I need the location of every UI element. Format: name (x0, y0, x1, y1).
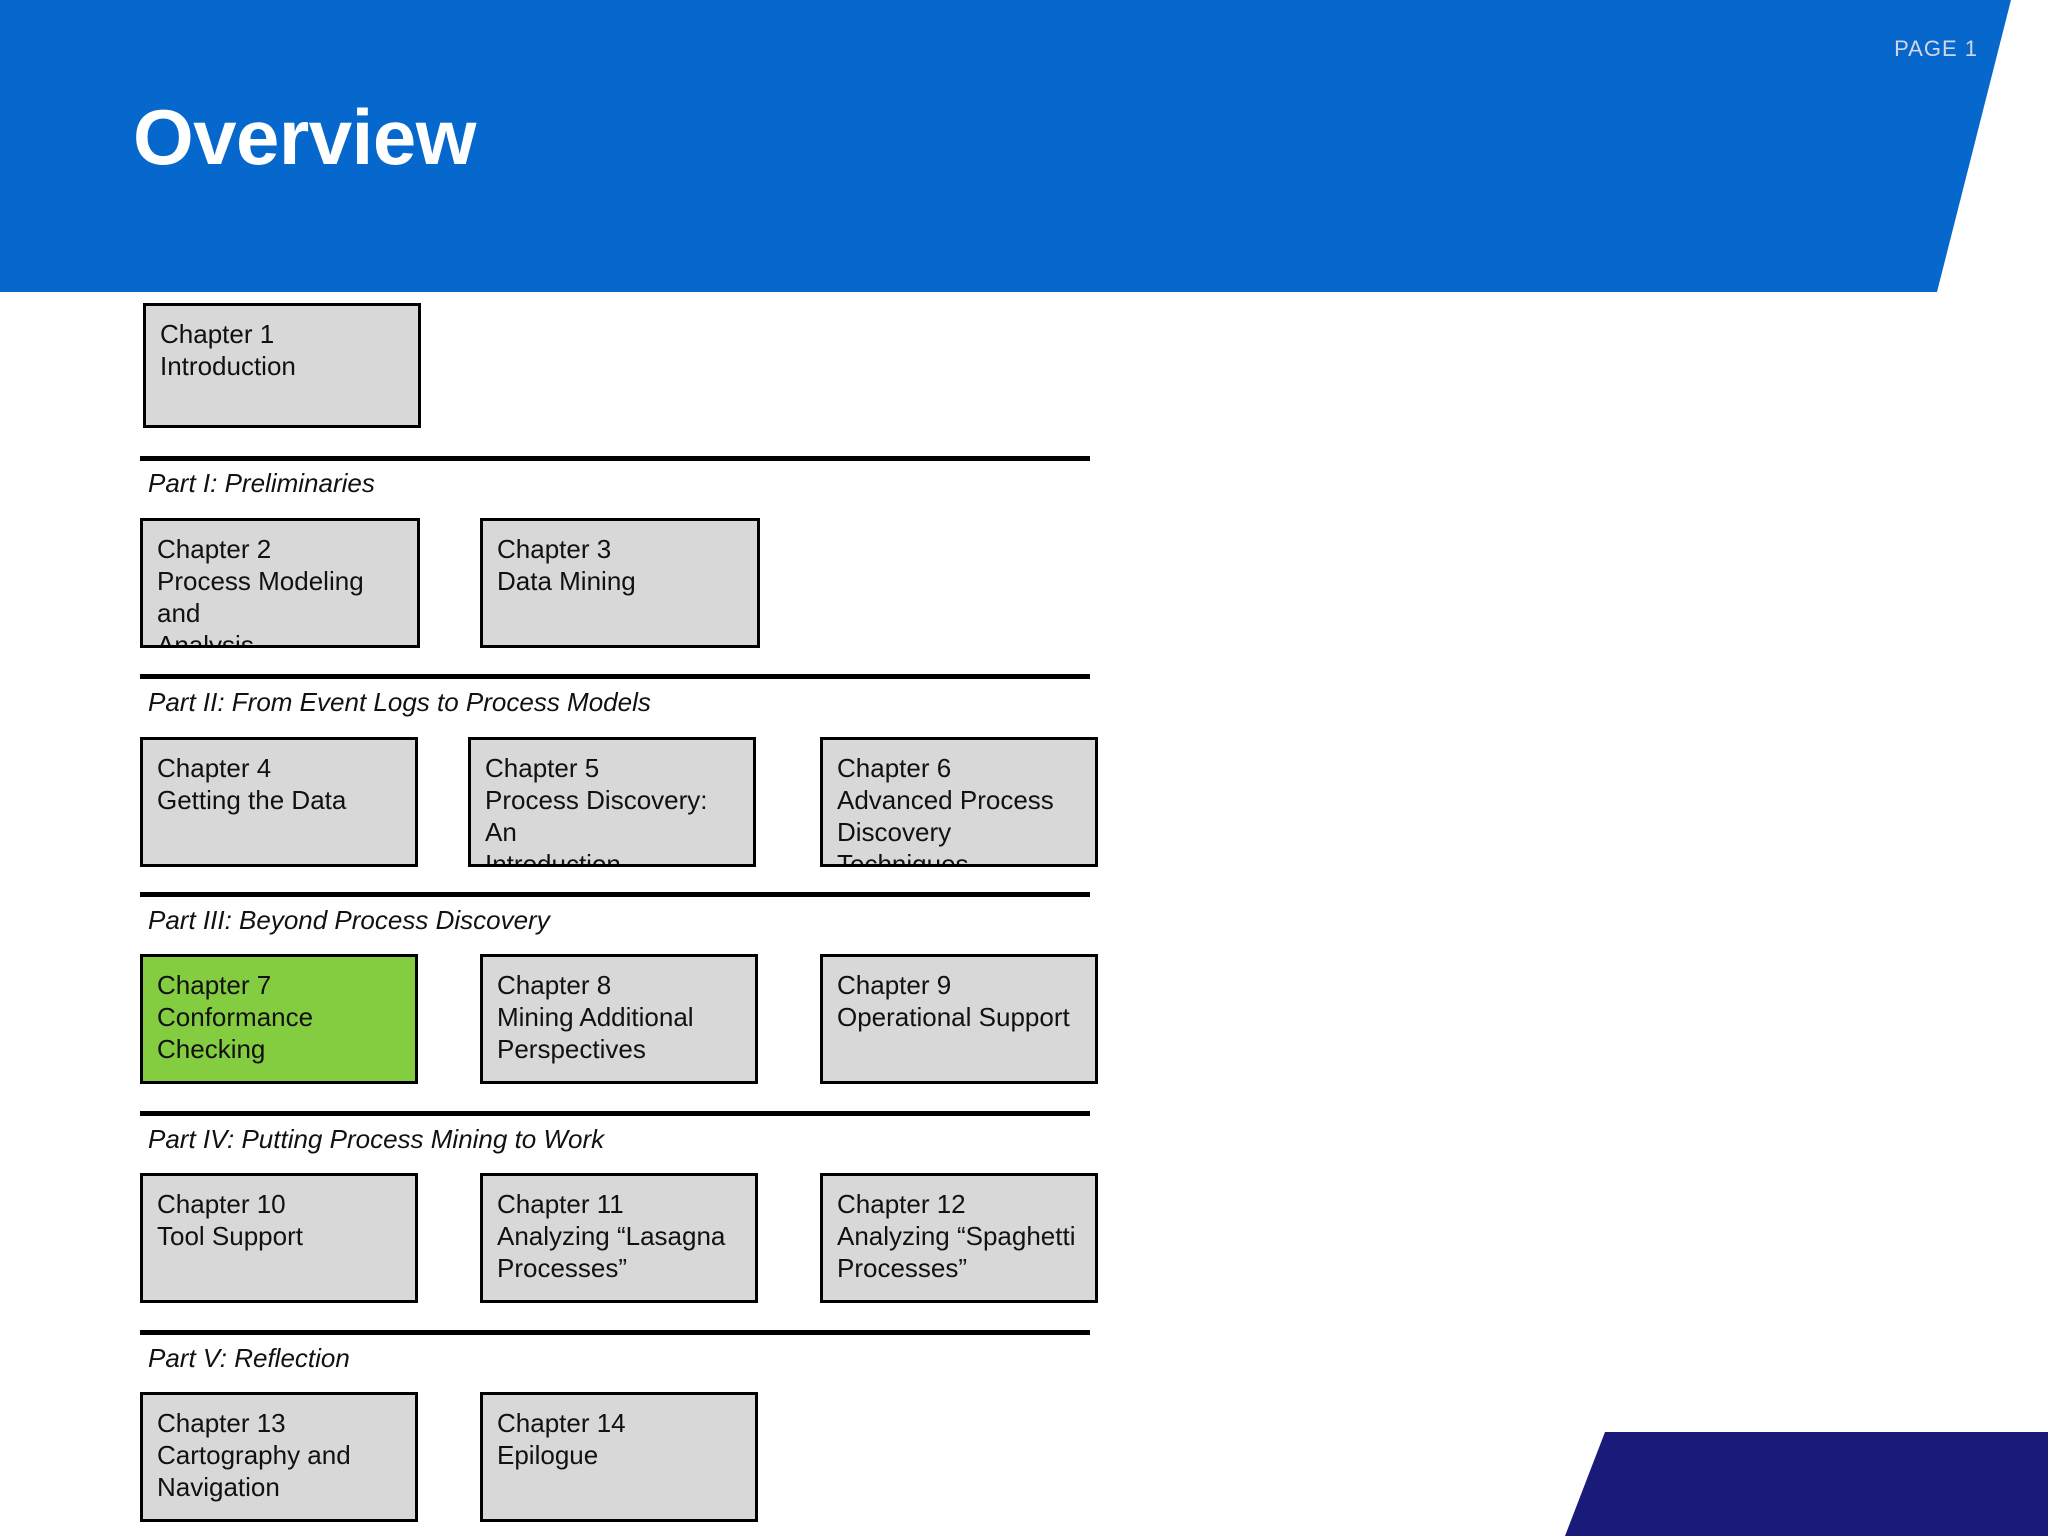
chapter-box-3[interactable]: Chapter 3 Data Mining (480, 518, 760, 648)
page-footer-tab (1565, 1432, 2048, 1536)
chapter-box-5[interactable]: Chapter 5 Process Discovery: An Introduc… (468, 737, 756, 867)
chapter-box-2[interactable]: Chapter 2 Process Modeling and Analysis (140, 518, 420, 648)
part-divider-5 (140, 1330, 1090, 1335)
slide-content: Chapter 1 Introduction Part I: Prelimina… (0, 292, 2048, 1536)
chapter-box-1[interactable]: Chapter 1 Introduction (143, 303, 421, 428)
part-label-2: Part II: From Event Logs to Process Mode… (148, 687, 651, 717)
part-divider-1 (140, 456, 1090, 461)
chapter-box-11[interactable]: Chapter 11 Analyzing “Lasagna Processes” (480, 1173, 758, 1303)
page-title: Overview (133, 93, 476, 181)
part-label-1: Part I: Preliminaries (148, 468, 375, 498)
page-number: PAGE 1 (1894, 36, 1978, 61)
part-label-3: Part III: Beyond Process Discovery (148, 905, 550, 935)
chapter-box-7[interactable]: Chapter 7 Conformance Checking (140, 954, 418, 1084)
part-divider-3 (140, 892, 1090, 897)
part-divider-4 (140, 1111, 1090, 1116)
chapter-box-4[interactable]: Chapter 4 Getting the Data (140, 737, 418, 867)
part-divider-2 (140, 674, 1090, 679)
chapter-box-13[interactable]: Chapter 13 Cartography and Navigation (140, 1392, 418, 1522)
chapter-box-12[interactable]: Chapter 12 Analyzing “Spaghetti Processe… (820, 1173, 1098, 1303)
part-label-5: Part V: Reflection (148, 1343, 350, 1373)
chapter-box-10[interactable]: Chapter 10 Tool Support (140, 1173, 418, 1303)
part-label-4: Part IV: Putting Process Mining to Work (148, 1124, 605, 1154)
chapter-box-6[interactable]: Chapter 6 Advanced Process Discovery Tec… (820, 737, 1098, 867)
title-banner: Overview (0, 0, 2011, 292)
chapter-box-9[interactable]: Chapter 9 Operational Support (820, 954, 1098, 1084)
chapter-box-14[interactable]: Chapter 14 Epilogue (480, 1392, 758, 1522)
chapter-box-8[interactable]: Chapter 8 Mining Additional Perspectives (480, 954, 758, 1084)
